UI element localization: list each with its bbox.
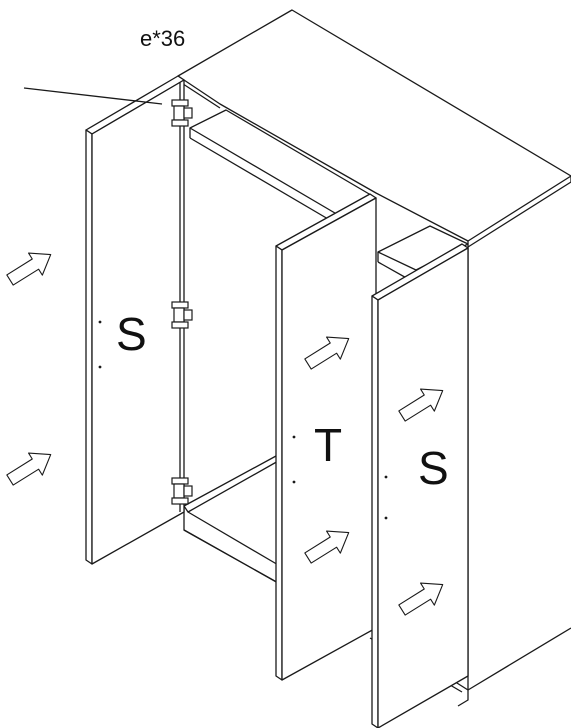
- left-door-letter: S: [116, 308, 147, 360]
- hinge-icon: [171, 301, 193, 329]
- push-arrow-icon: [304, 336, 350, 370]
- push-arrow-icon: [398, 388, 444, 422]
- middle-door-letter: T: [314, 419, 342, 471]
- middle-door-panel: [275, 193, 377, 681]
- right-door-letter: S: [418, 442, 449, 494]
- left-door-panel: [85, 75, 185, 565]
- right-compartment-top: [377, 225, 469, 271]
- screw-hole-dot: [384, 475, 388, 479]
- screw-hole-dot: [292, 435, 296, 439]
- screw-hole-dot: [98, 320, 102, 324]
- hinge-icon: [171, 99, 193, 127]
- cabinet-right-side: [467, 176, 571, 248]
- push-arrow-icon: [6, 252, 52, 286]
- screw-hole-dot: [98, 365, 102, 369]
- hinge-icon: [171, 477, 193, 505]
- callout-leader-line: [23, 87, 163, 105]
- push-arrow-icon: [304, 530, 350, 564]
- screw-hole-dot: [292, 480, 296, 484]
- screw-hole-dot: [384, 516, 388, 520]
- cabinet-bottom-plinth: [183, 455, 281, 513]
- push-arrows: [6, 252, 444, 616]
- push-arrow-icon: [6, 452, 52, 486]
- left-door-hinges: [171, 99, 193, 505]
- push-arrow-icon: [398, 582, 444, 616]
- part-code-label: e*36: [140, 26, 185, 51]
